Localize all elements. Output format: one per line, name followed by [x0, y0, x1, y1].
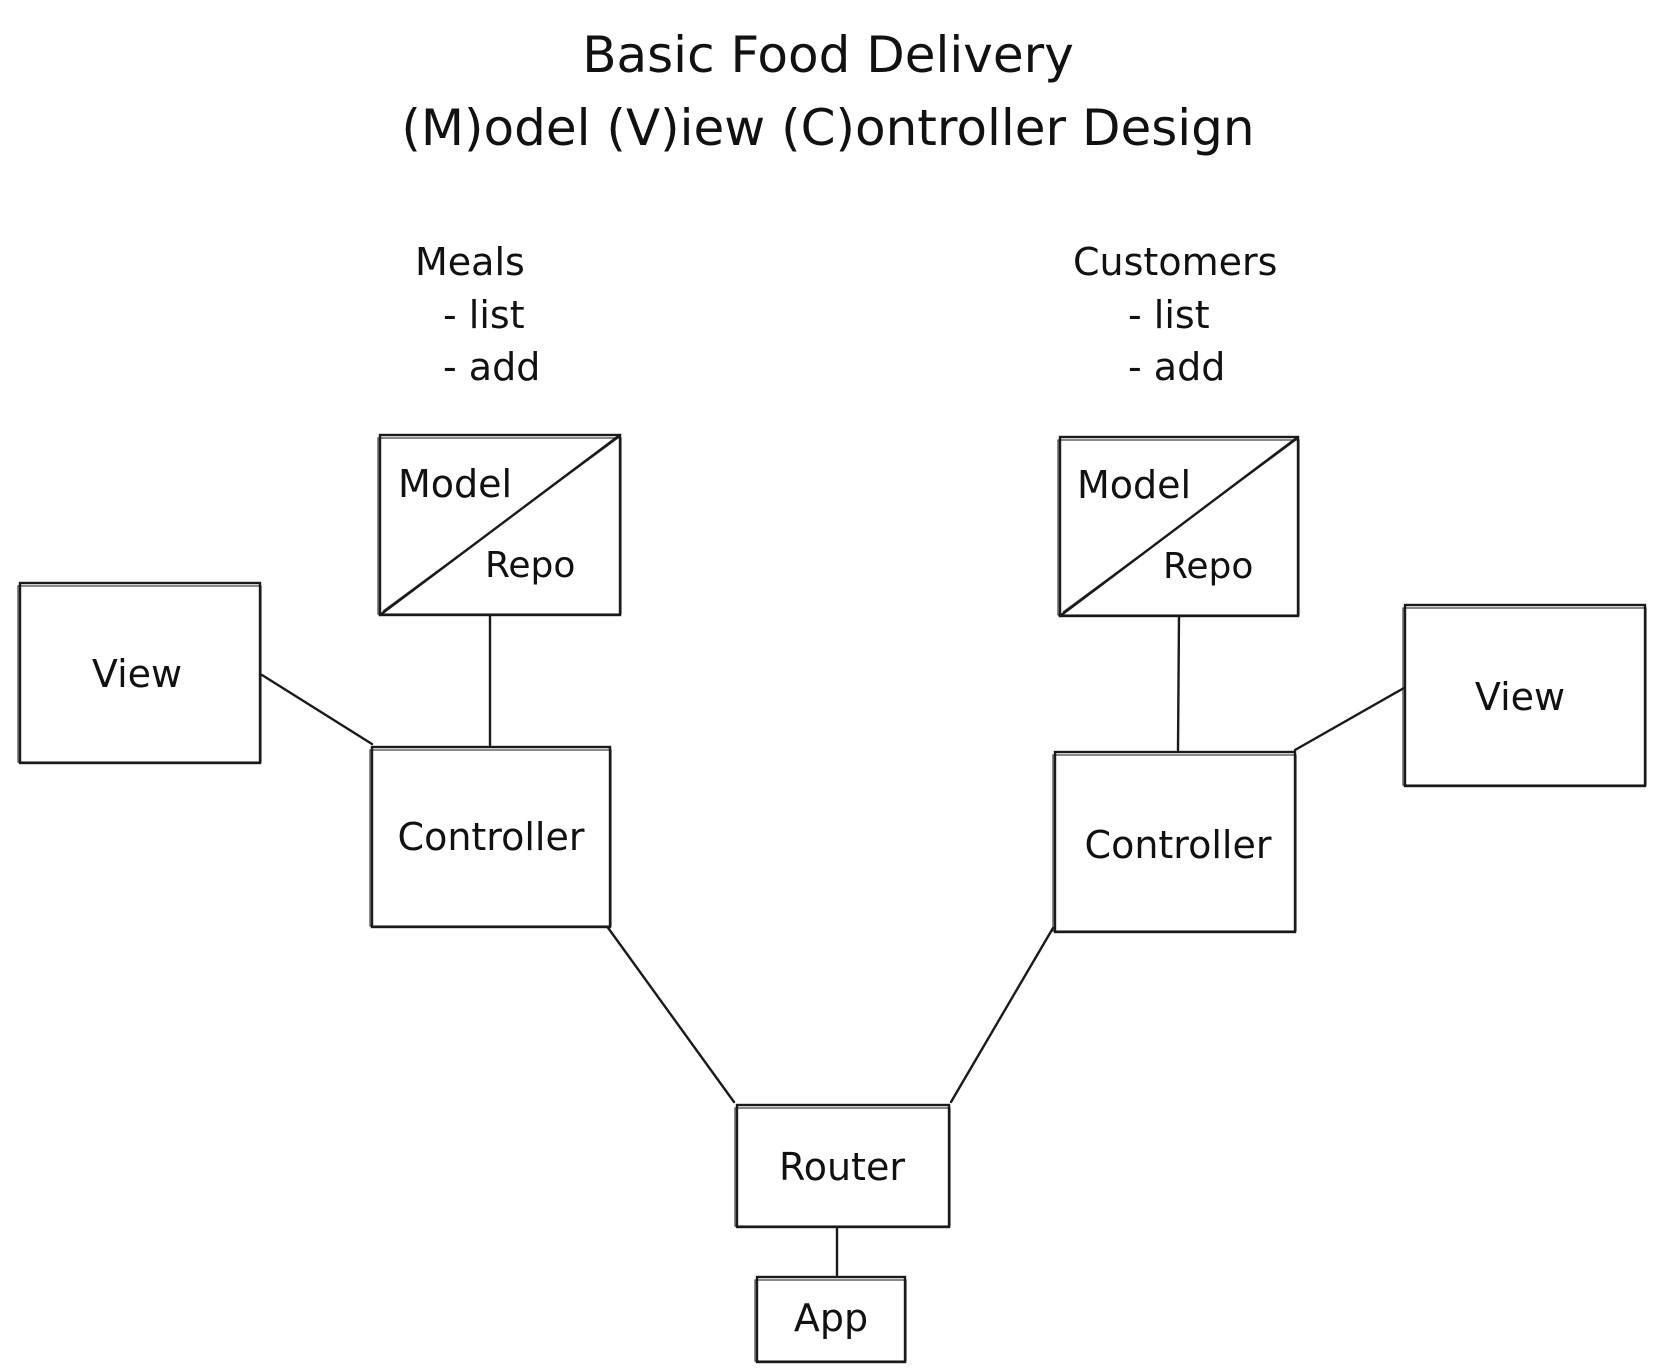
meals-item-add: - add [443, 345, 540, 389]
customers-view-label: View [1475, 675, 1565, 719]
meals-view-controller-line [260, 673, 374, 746]
router-box: Router [734, 1103, 951, 1229]
meals-notes: Meals - list - add [415, 240, 540, 389]
customers-view-controller-line [1293, 686, 1406, 752]
meals-view-box: View [17, 581, 262, 765]
meals-controller-router-line [604, 923, 736, 1104]
connectors [260, 614, 1406, 1277]
customers-heading: Customers [1073, 240, 1277, 284]
customers-controller-router-line [949, 926, 1055, 1104]
app-label: App [794, 1296, 868, 1340]
customers-controller-box: Controller [1052, 750, 1297, 934]
meals-heading: Meals [415, 240, 525, 284]
title-line-2: (M)odel (V)iew (C)ontroller Design [401, 99, 1254, 157]
router-label: Router [779, 1145, 905, 1189]
meals-controller-box: Controller [369, 745, 612, 929]
meals-view-label: View [92, 652, 182, 696]
customers-controller-label: Controller [1085, 823, 1272, 867]
customers-notes: Customers - list - add [1073, 240, 1277, 389]
customers-repo-label: Repo [1163, 546, 1253, 587]
customers-view-box: View [1402, 603, 1647, 788]
app-box: App [754, 1275, 907, 1364]
meals-controller-label: Controller [398, 815, 585, 859]
customers-item-list: - list [1128, 293, 1210, 337]
meals-model-label: Model [398, 462, 512, 506]
meals-repo-label: Repo [485, 545, 575, 586]
customers-model-repo-box: Model Repo [1057, 435, 1300, 618]
title-line-1: Basic Food Delivery [582, 26, 1074, 84]
meals-item-list: - list [443, 293, 525, 337]
customers-item-add: - add [1128, 345, 1225, 389]
meals-model-repo-box: Model Repo [377, 433, 622, 617]
customers-model-label: Model [1077, 463, 1191, 507]
customers-model-controller-line [1176, 614, 1181, 752]
